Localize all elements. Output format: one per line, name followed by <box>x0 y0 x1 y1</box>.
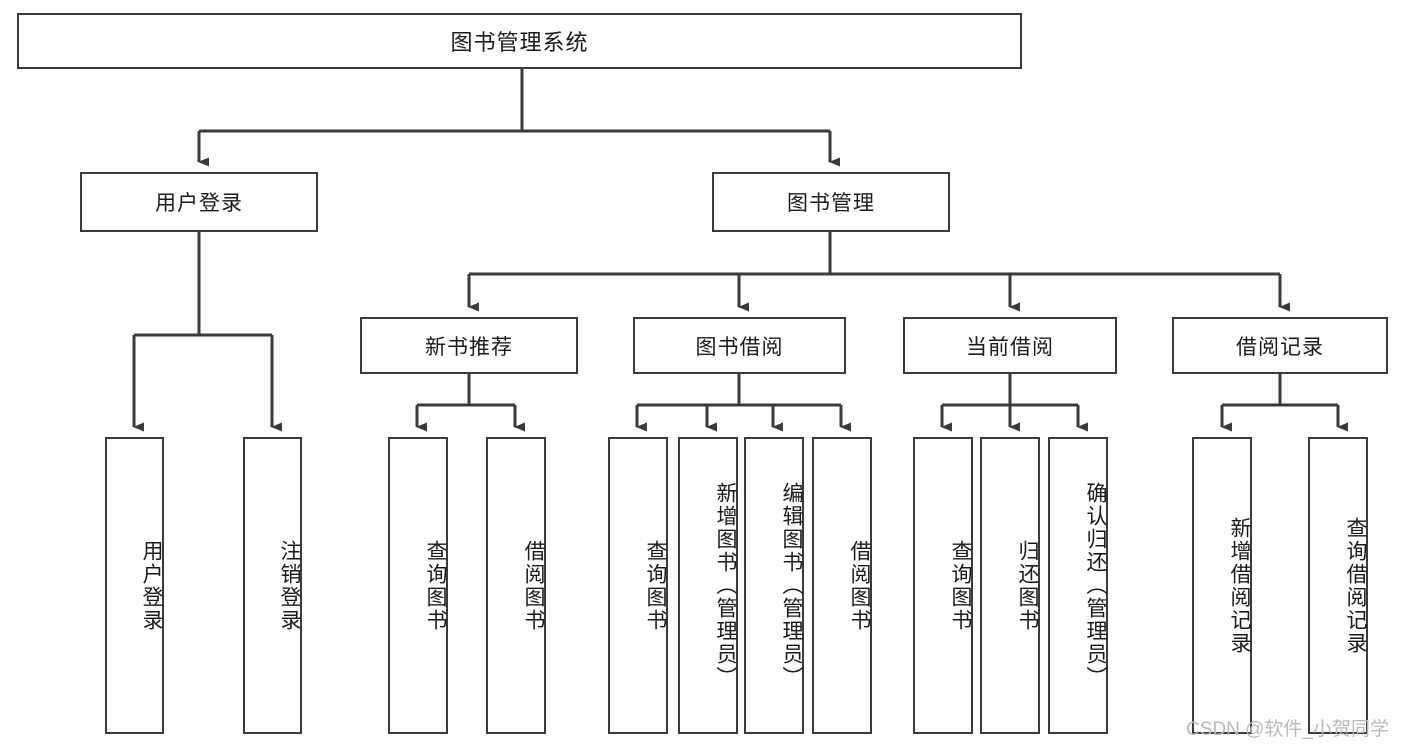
leaf-query-borrow-record[interactable]: 查询借阅记录 <box>1308 437 1368 734</box>
leaf-edit-book-admin[interactable]: 编辑图书（管理员） <box>744 437 804 734</box>
node-book-borrow[interactable]: 图书借阅 <box>633 317 846 374</box>
leaf-label: 归还图书 <box>1016 539 1039 632</box>
leaf-label: 查询图书 <box>424 539 447 632</box>
node-borrow-record[interactable]: 借阅记录 <box>1172 317 1388 374</box>
leaf-label: 查询图书 <box>949 539 972 632</box>
leaf-label: 用户登录 <box>140 539 163 632</box>
node-root-system[interactable]: 图书管理系统 <box>17 13 1022 69</box>
leaf-query-book-current[interactable]: 查询图书 <box>913 437 973 734</box>
leaf-label: 编辑图书（管理员） <box>780 482 803 689</box>
leaf-return-book[interactable]: 归还图书 <box>980 437 1040 734</box>
node-book-management[interactable]: 图书管理 <box>712 172 950 232</box>
leaf-label: 借阅图书 <box>522 539 545 632</box>
leaf-query-book-borrow[interactable]: 查询图书 <box>608 437 668 734</box>
leaf-label: 查询借阅记录 <box>1344 516 1367 655</box>
leaf-confirm-return-admin[interactable]: 确认归还（管理员） <box>1048 437 1108 734</box>
leaf-add-book-admin[interactable]: 新增图书（管理员） <box>678 437 738 734</box>
leaf-label: 查询图书 <box>644 539 667 632</box>
leaf-query-book-recommend[interactable]: 查询图书 <box>388 437 448 734</box>
leaf-user-login[interactable]: 用户登录 <box>105 437 164 734</box>
leaf-label: 新增借阅记录 <box>1228 516 1251 655</box>
leaf-label: 新增图书（管理员） <box>714 482 737 689</box>
csdn-watermark: CSDN @软件_小贺同学 <box>1186 719 1389 740</box>
node-new-book-recommend[interactable]: 新书推荐 <box>360 317 578 374</box>
leaf-borrow-book-recommend[interactable]: 借阅图书 <box>486 437 546 734</box>
node-user-login[interactable]: 用户登录 <box>80 172 318 232</box>
leaf-borrow-book[interactable]: 借阅图书 <box>812 437 872 734</box>
node-current-borrow[interactable]: 当前借阅 <box>903 317 1117 374</box>
leaf-logout[interactable]: 注销登录 <box>243 437 302 734</box>
leaf-label: 注销登录 <box>278 539 301 632</box>
leaf-label: 借阅图书 <box>848 539 871 632</box>
leaf-add-borrow-record[interactable]: 新增借阅记录 <box>1192 437 1252 734</box>
leaf-label: 确认归还（管理员） <box>1084 482 1107 689</box>
